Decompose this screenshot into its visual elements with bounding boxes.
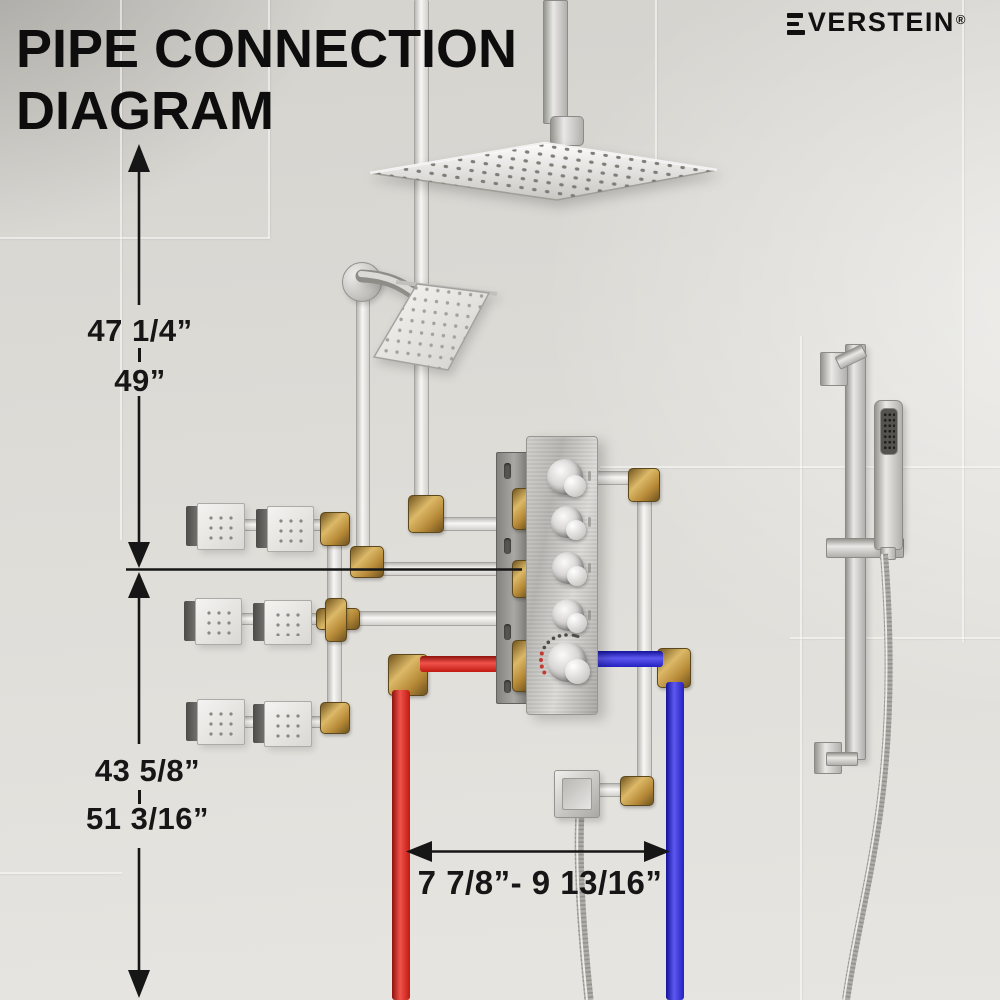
dimension-tick — [138, 790, 141, 804]
triple-bar-E-icon — [786, 9, 805, 35]
body-jet — [253, 600, 312, 645]
hand-shower-hose-nut — [880, 547, 896, 560]
body-jet — [256, 506, 314, 552]
hot-water-pipe-horizontal — [420, 656, 504, 672]
dimension-tick — [138, 348, 141, 362]
knob-engraving — [588, 471, 591, 481]
outlet-hose — [574, 811, 594, 1000]
hand-shower-wand — [874, 400, 903, 550]
cold-water-pipe-horizontal — [593, 651, 663, 667]
registered-mark: ® — [955, 12, 967, 27]
valve-feed-pipe-middle — [379, 562, 501, 576]
brass-elbow-fitting — [320, 702, 350, 734]
ceiling-shower-supply-pipe — [414, 0, 429, 502]
bracket-slot — [504, 624, 511, 640]
brass-elbow-fitting — [320, 512, 350, 546]
brass-elbow-fitting — [628, 468, 660, 502]
hand-shower-outlet-pipe-top — [594, 471, 634, 485]
wall-shower-supply-pipe — [356, 298, 370, 552]
title-line-1: PIPE CONNECTION — [16, 19, 518, 79]
tile-grout-line — [600, 466, 1000, 468]
valve-knob-2 — [551, 506, 586, 540]
valve-feed-pipe-top — [436, 517, 502, 531]
tile-grout-line — [120, 0, 122, 540]
tile-grout-line — [790, 637, 1000, 639]
brand-logo: VERSTEIN ® — [786, 7, 967, 37]
hand-shower-wall-outlet — [554, 770, 600, 818]
ceiling-shower-arm — [543, 0, 568, 124]
dimension-label-hot-cold-spacing: 7 7/8”- 9 13/16” — [417, 864, 663, 901]
bracket-slot — [504, 680, 511, 693]
knob-engraving — [588, 563, 591, 573]
knob-engraving — [588, 610, 591, 620]
tile-grout-line — [962, 0, 964, 642]
tile-grout-line — [0, 872, 122, 874]
brass-elbow-fitting — [408, 495, 444, 533]
body-jet — [253, 701, 312, 747]
brand-name: VERSTEIN — [807, 7, 955, 37]
hot-water-pipe-vertical — [392, 690, 410, 1000]
tile-grout-line — [800, 336, 802, 1000]
tile-grout-line — [0, 237, 270, 239]
body-jet — [186, 503, 245, 550]
ceiling-arm-connector — [550, 116, 584, 146]
slide-bar-bottom-arm — [826, 752, 858, 766]
bracket-slot — [504, 463, 511, 479]
body-jet — [186, 699, 245, 745]
hand-shower-spray-face — [880, 408, 898, 455]
thermostat-knob — [547, 642, 590, 684]
dimension-label-valve-min: 43 5/8” — [94, 753, 201, 788]
tile-grout-line — [268, 0, 270, 238]
tile-grout-line — [655, 0, 657, 170]
body-jet — [184, 598, 242, 645]
wall-arm-escutcheon — [342, 262, 382, 302]
dimension-label-valve-max: 51 3/16” — [86, 801, 209, 836]
valve-knob-1 — [547, 459, 586, 497]
brass-elbow-fitting — [620, 776, 654, 806]
knob-engraving — [588, 517, 591, 527]
bracket-slot — [504, 538, 511, 554]
title-line-2: DIAGRAM — [16, 81, 274, 141]
page-title: PIPE CONNECTION DIAGRAM — [16, 18, 517, 142]
valve-feed-pipe-bottom — [354, 611, 500, 626]
valve-knob-4 — [552, 599, 587, 633]
hand-shower-outlet-pipe-bottom — [596, 783, 624, 797]
wall-shower-head — [355, 269, 498, 371]
hand-shower-drop-pipe — [637, 496, 652, 784]
dimension-label-ceiling-min: 47 1/4” — [87, 313, 193, 348]
brass-elbow-fitting — [350, 546, 384, 578]
cold-water-pipe-vertical — [666, 682, 684, 1000]
brass-cross-fitting — [325, 598, 347, 642]
dimension-label-ceiling-max: 49” — [114, 363, 166, 398]
valve-knob-3 — [552, 552, 587, 586]
